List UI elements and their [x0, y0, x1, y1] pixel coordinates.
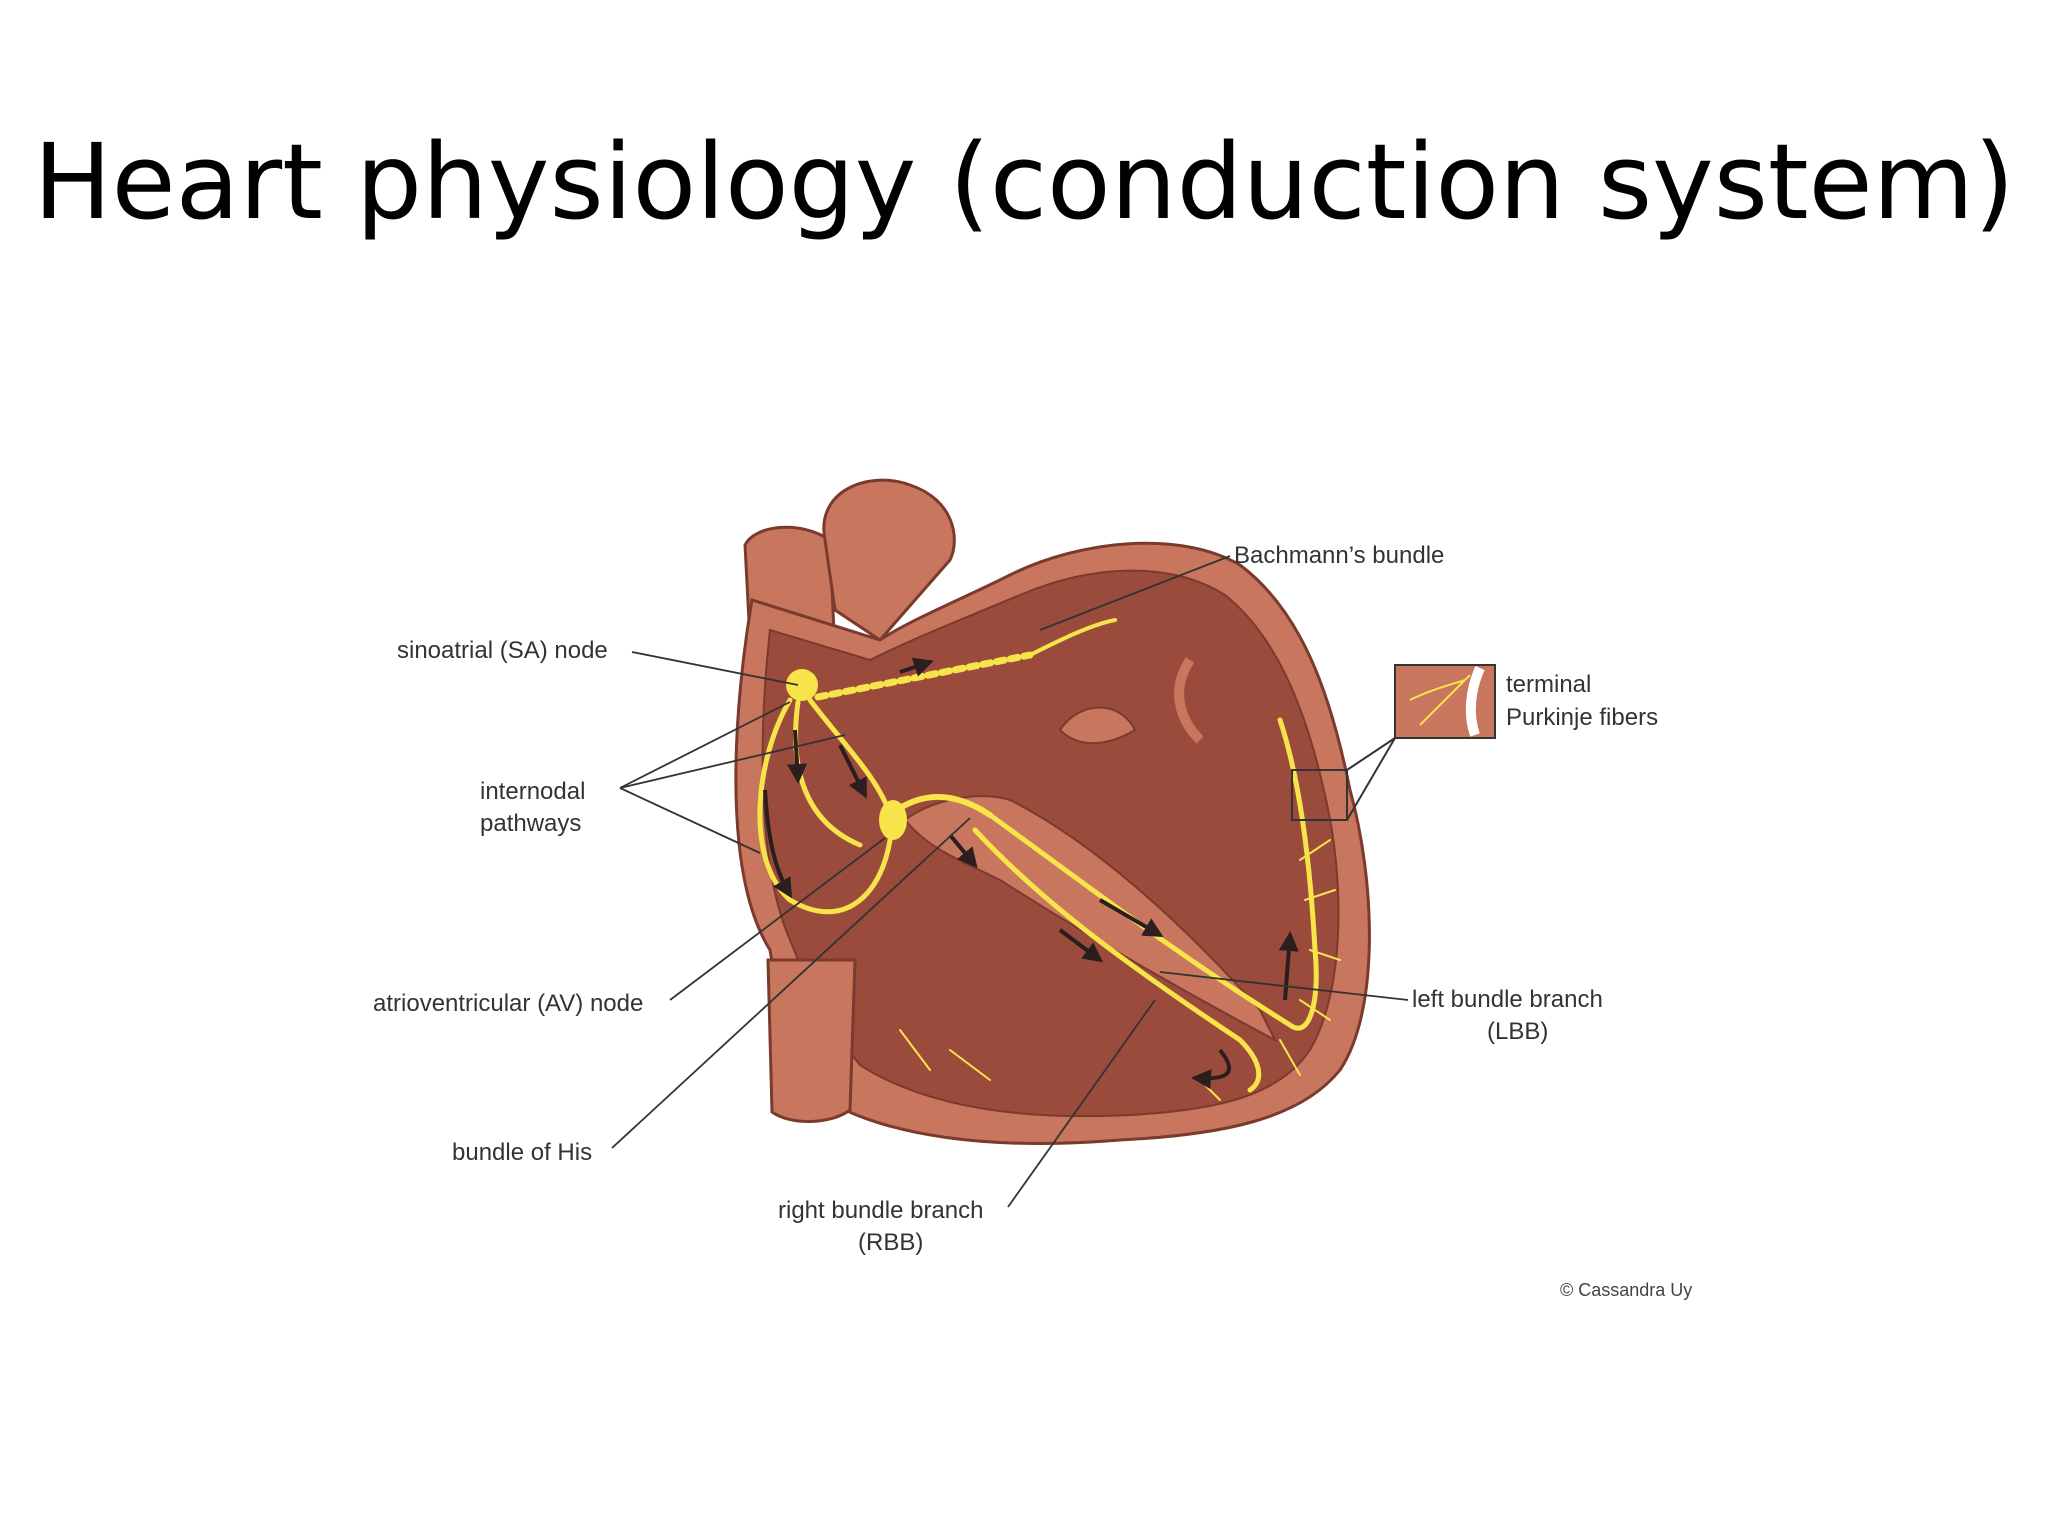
inset-source-box	[1291, 769, 1348, 821]
label-internodal-line1: internodal	[480, 778, 585, 805]
slide-title: Heart physiology (conduction system)	[33, 121, 2015, 243]
arrow-apex-turn	[1191, 1048, 1232, 1090]
valve-flap	[1058, 706, 1137, 745]
image-credit: © Cassandra Uy	[1560, 1280, 1692, 1300]
septum	[903, 795, 1278, 1043]
label-lbb-line1: left bundle branch	[1412, 986, 1603, 1013]
label-lbb-line2: (LBB)	[1487, 1018, 1548, 1045]
inferior-vena-cava	[766, 958, 857, 1123]
bachmann-bundle-solid	[1028, 618, 1117, 657]
arrow-atrial	[899, 657, 934, 677]
aorta	[822, 478, 956, 642]
label-bundle-his: bundle of His	[452, 1139, 592, 1166]
arrow-apex-up	[1278, 931, 1299, 1001]
labels: sinoatrial (SA) node internodal pathways…	[373, 542, 1692, 1300]
label-av-node: atrioventricular (AV) node	[373, 990, 643, 1017]
heart-illustration	[734, 478, 1371, 1145]
label-purkinje-line1: terminal	[1506, 671, 1591, 698]
label-internodal-line2: pathways	[480, 810, 581, 837]
arrow-lbb	[1098, 898, 1164, 938]
arrow-septum	[948, 833, 978, 869]
purkinje-fibers	[899, 839, 1341, 1101]
atrial-divider	[1174, 657, 1204, 744]
label-purkinje-line2: Purkinje fibers	[1506, 704, 1658, 731]
arrow-internodal-1	[787, 729, 808, 784]
sa-node	[786, 669, 818, 701]
leader-lines	[611, 555, 1409, 1208]
label-sa-node: sinoatrial (SA) node	[397, 637, 608, 664]
arrow-internodal-3	[763, 789, 793, 899]
label-bachmann: Bachmann’s bundle	[1234, 542, 1444, 569]
label-rbb-line1: right bundle branch	[778, 1197, 983, 1224]
left-bundle-branch	[987, 717, 1319, 1031]
internodal-path-2	[793, 699, 863, 848]
bundle-of-his	[897, 793, 993, 818]
conduction-system	[757, 618, 1341, 1101]
internodal-path-1	[757, 697, 893, 915]
right-bundle-branch	[972, 827, 1262, 1093]
flow-arrows	[763, 657, 1299, 1090]
arrow-rbb	[1058, 928, 1104, 963]
purkinje-inset	[1291, 664, 1496, 821]
arrow-internodal-2	[838, 744, 867, 799]
label-rbb-line2: (RBB)	[858, 1229, 923, 1256]
